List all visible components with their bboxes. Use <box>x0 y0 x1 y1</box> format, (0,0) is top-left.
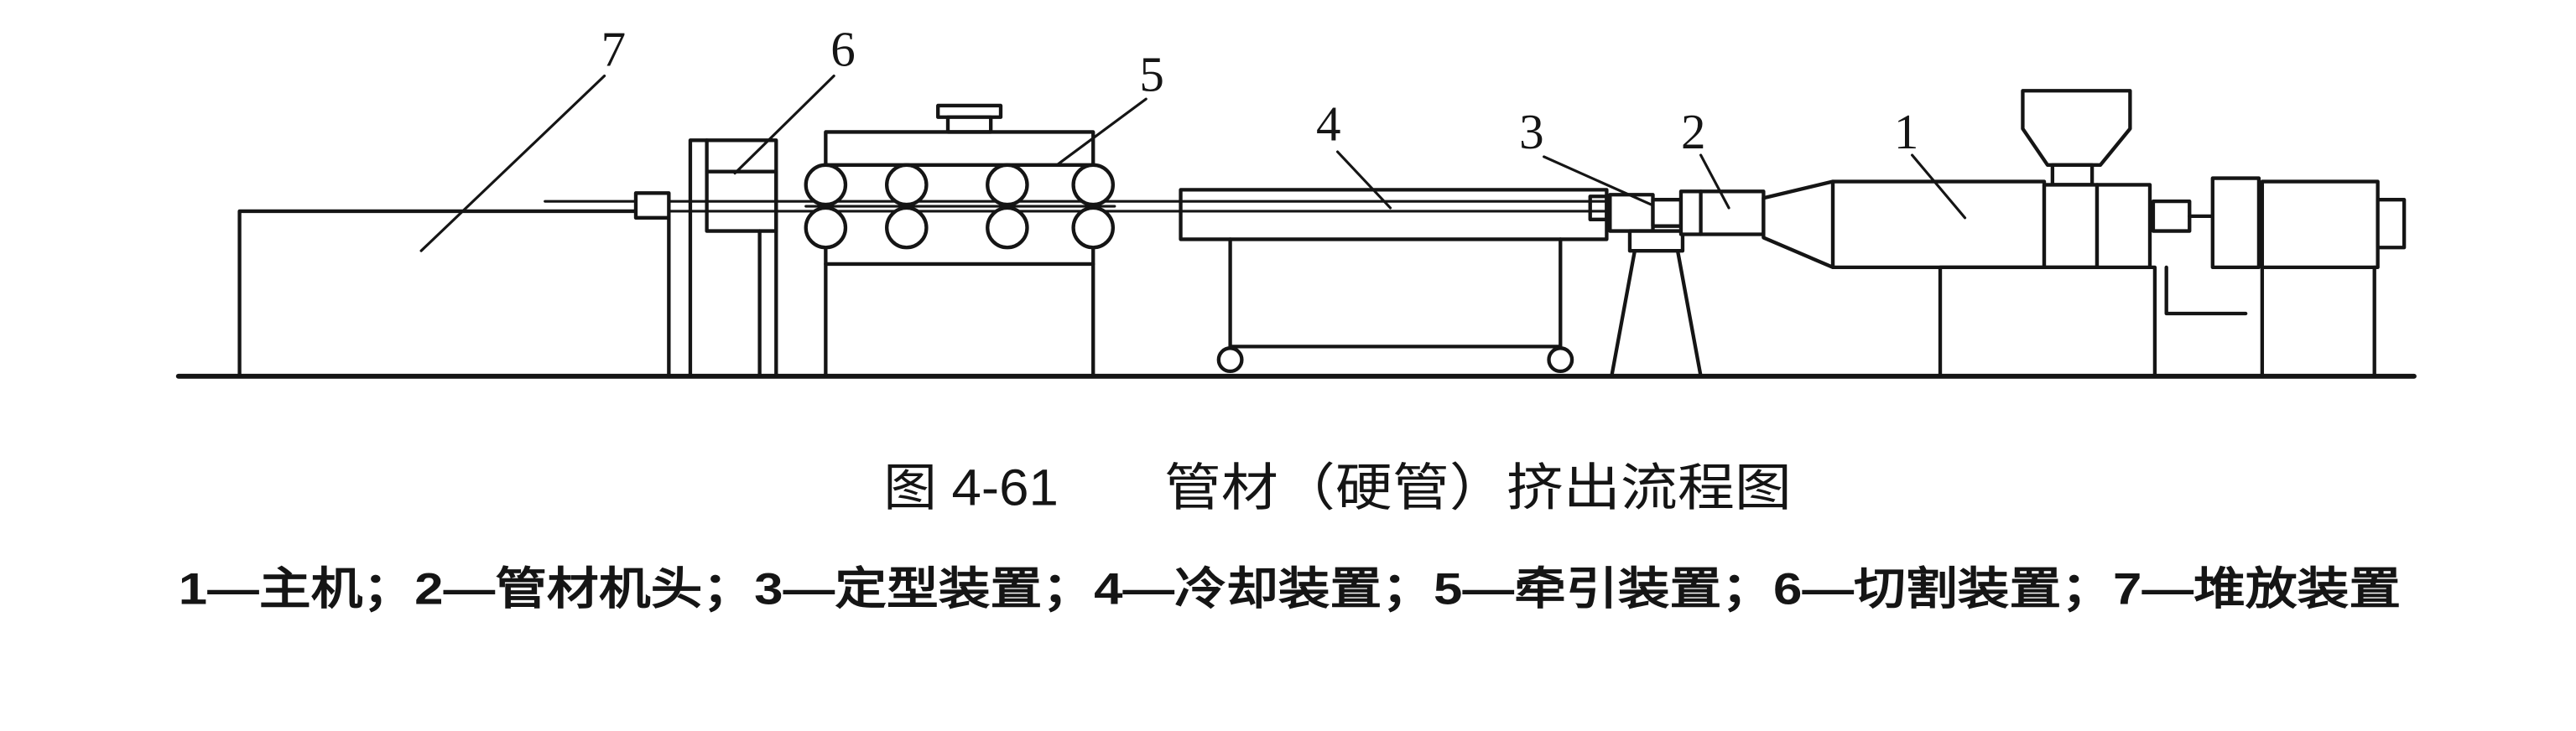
callout-label: 5 <box>1139 46 1164 101</box>
extruder-motor <box>2260 179 2380 270</box>
pipe-die-head <box>1678 189 1766 236</box>
callout-4: 4 <box>1316 96 1392 210</box>
cooling-tank <box>1179 188 1609 241</box>
main-extruder <box>1762 89 2407 378</box>
callout-label: 4 <box>1316 96 1341 151</box>
figure-number: 图 4-61 <box>883 459 1059 516</box>
figure-legend: 1—主机；2—管材机头；3—定型装置；4—冷却装置；5—牵引装置；6—切割装置；… <box>179 564 2401 614</box>
callout-1: 1 <box>1894 104 1967 220</box>
cart-wheel <box>1547 346 1574 374</box>
extruder-gearbox <box>2095 183 2152 270</box>
callout-label: 7 <box>601 22 627 77</box>
callout-7: 7 <box>419 22 627 252</box>
callout-5: 5 <box>1055 46 1164 167</box>
callout-label: 3 <box>1519 104 1544 159</box>
callout-2: 2 <box>1681 104 1730 210</box>
callout-label: 6 <box>830 22 856 77</box>
haul-off-rollers <box>804 163 1116 250</box>
cooling-device <box>1179 188 1609 374</box>
callout-6: 6 <box>733 22 856 175</box>
callout-label: 1 <box>1894 104 1919 159</box>
extruder-cone <box>1762 179 1835 270</box>
callout-3: 3 <box>1519 104 1653 206</box>
cart-wheel <box>1216 346 1244 374</box>
extruder-barrel <box>1830 179 2047 270</box>
sizing-device <box>1608 193 1703 378</box>
cutting-device <box>688 138 778 378</box>
stacking-device <box>237 191 671 378</box>
callout-label: 2 <box>1681 104 1706 159</box>
figure-title: 管材（硬管）挤出流程图 <box>1164 459 1792 516</box>
haul-off-device <box>804 103 1116 378</box>
extruder-hopper <box>2021 89 2132 168</box>
